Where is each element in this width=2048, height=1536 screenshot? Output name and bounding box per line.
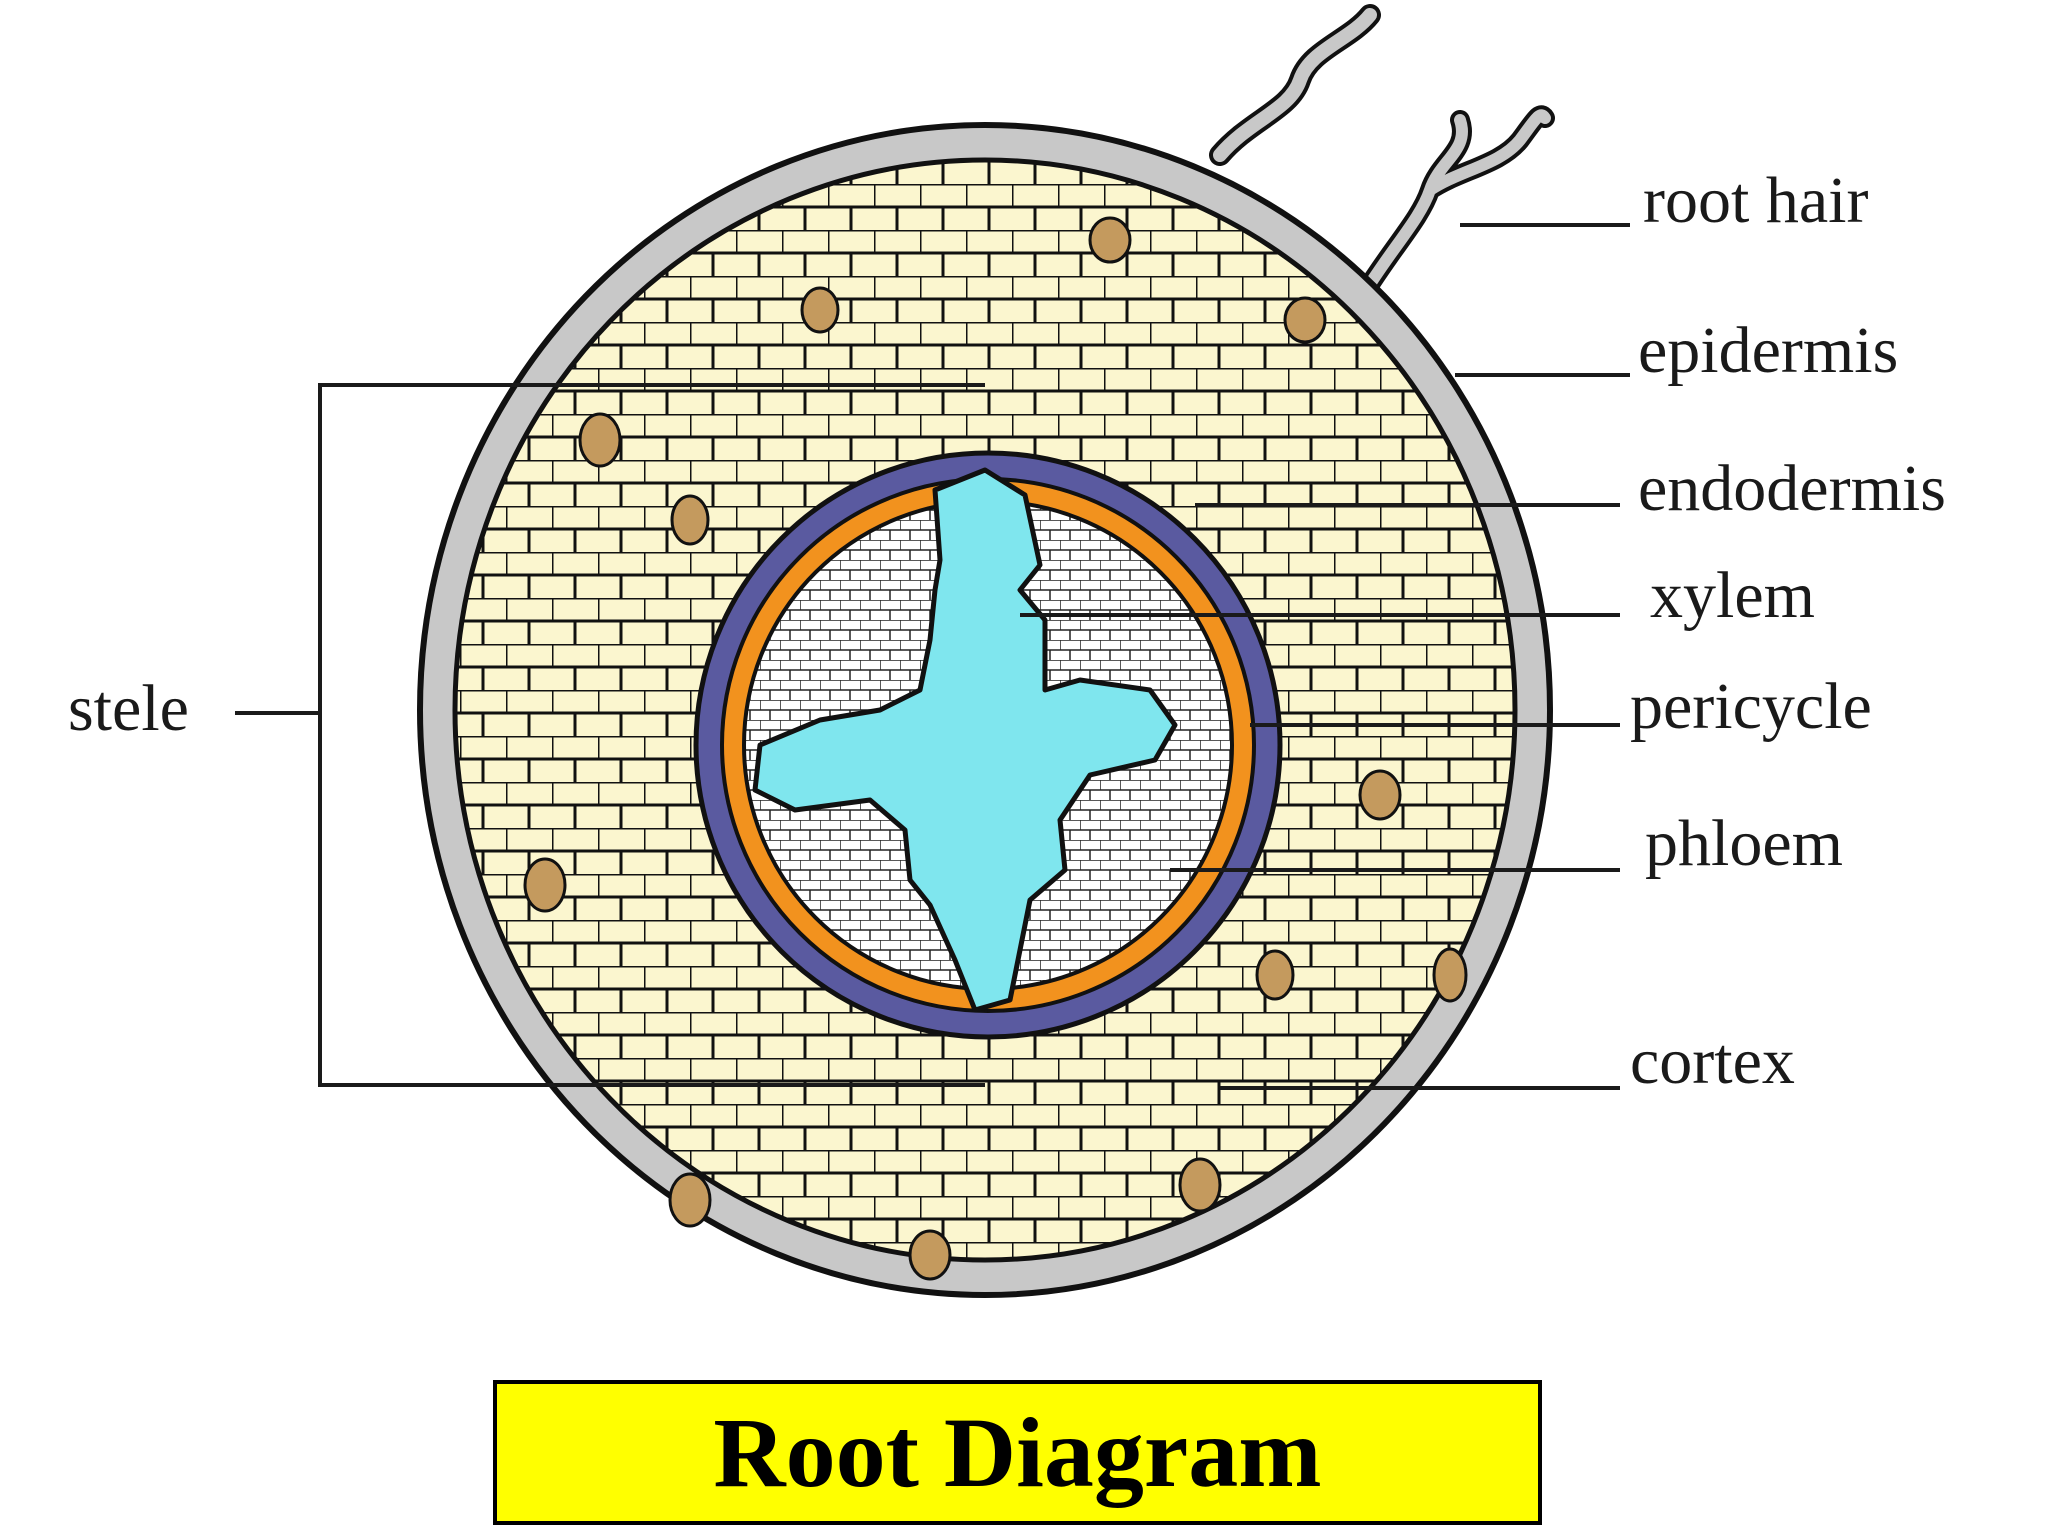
- xylem-shape: [752, 467, 1178, 1013]
- label-endodermis: endodermis: [1638, 452, 1946, 525]
- leader-lines: [235, 223, 1630, 1090]
- root-hair-shape: [1209, 4, 1555, 310]
- label-xylem: xylem: [1650, 559, 1815, 632]
- page-title: Root Diagram: [713, 1396, 1322, 1508]
- label-stele: stele: [68, 672, 189, 745]
- label-root-hair: root hair: [1643, 164, 1868, 237]
- label-phloem: phloem: [1645, 807, 1843, 880]
- label-pericycle: pericycle: [1630, 670, 1872, 743]
- label-epidermis: epidermis: [1638, 314, 1898, 387]
- label-cortex: cortex: [1630, 1025, 1795, 1098]
- passage-cells: [523, 216, 1468, 1281]
- title-banner: Root Diagram: [493, 1380, 1542, 1525]
